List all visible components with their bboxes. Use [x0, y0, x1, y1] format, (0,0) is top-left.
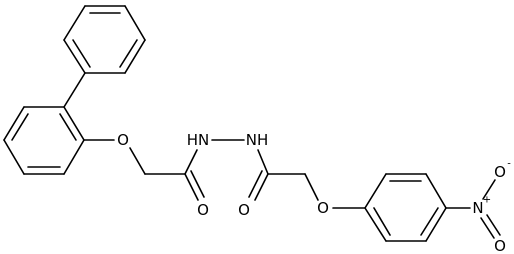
- amide-bond-right: [257, 149, 269, 175]
- lower-phenyl-ring: [3, 106, 85, 175]
- biphenyl-link-bond: [63, 72, 86, 108]
- top-phenyl-ring: [63, 5, 146, 74]
- amide-bond-left: [184, 149, 198, 175]
- atom-o-nitro-bottom: O: [494, 237, 506, 254]
- nitrophenyl-ring: [364, 173, 447, 242]
- atom-o-ether-left: O: [117, 131, 129, 149]
- carbonyl-bond-right-a: [254, 173, 269, 201]
- atom-o-nitro-top-charge: -: [507, 159, 511, 170]
- bond-layer: [3, 5, 501, 242]
- atom-o-ether-right: O: [317, 199, 329, 217]
- atom-hn-left: HN: [187, 131, 210, 149]
- atom-nh-right: NH: [246, 131, 269, 149]
- atom-o-carbonyl-left: O: [197, 201, 209, 219]
- nitro-n-o-bond-bottom-a: [480, 217, 495, 239]
- ether-ch2-bond-left: [129, 147, 146, 175]
- carbonyl-bond-left-a: [184, 173, 199, 201]
- carbonyl-bond-left-b: [190, 170, 205, 198]
- atom-label-layer: O HN NH O O O N + O - O: [117, 131, 511, 254]
- ch2-ether-bond-right: [304, 173, 319, 201]
- atom-n-nitro: N: [472, 199, 483, 217]
- atom-o-carbonyl-right: O: [238, 201, 250, 219]
- carbonyl-bond-right-b: [248, 170, 263, 198]
- atom-n-nitro-charge: +: [483, 195, 491, 206]
- atom-o-nitro-top: O: [494, 163, 506, 181]
- nitro-n-o-bond-bottom-b: [486, 214, 501, 236]
- nitro-n-o-bond-top: [482, 179, 496, 200]
